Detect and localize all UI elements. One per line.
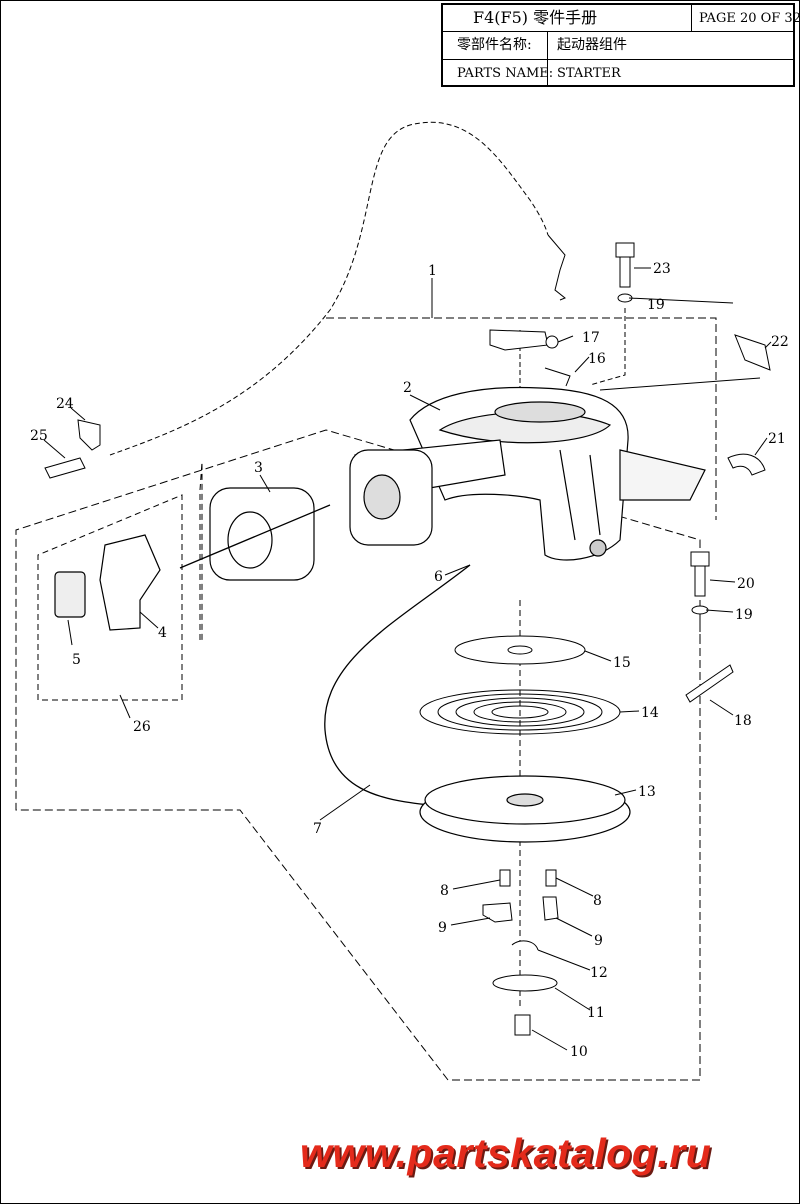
title-block: F4(F5) 零件手册 PAGE 20 OF 32 零部件名称: 起动器组件 P… [441,3,800,87]
part-label-5: 5 [72,652,81,668]
parts-name-en-value: STARTER [557,66,621,81]
part-label-17: 17 [582,330,600,346]
part-label-3: 3 [254,460,263,476]
part-label-2: 2 [403,380,412,396]
part-label-12: 12 [590,965,608,981]
part-label-26: 26 [133,719,151,735]
starter-housing [409,386,706,561]
part-label-8b: 8 [593,893,602,909]
bolts [615,242,710,615]
part-label-22: 22 [771,334,789,350]
choke-cable [109,121,549,456]
part-label-23: 23 [653,261,671,277]
manual-title: F4(F5) 零件手册 [473,8,598,27]
part-label-4: 4 [158,625,167,641]
parts-name-cn-value: 起动器组件 [557,37,627,53]
part-label-19b: 19 [735,607,753,623]
part-label-21: 21 [768,431,786,447]
part-label-18: 18 [734,713,752,729]
part-label-20: 20 [737,576,755,592]
part-label-9b: 9 [594,933,603,949]
page-number: PAGE 20 OF 32 [699,11,800,26]
choke-knob-parts [44,234,566,479]
part-label-11: 11 [587,1005,605,1021]
part-label-19a: 19 [647,297,665,313]
part-label-25: 25 [30,428,48,444]
friction-plate [454,635,586,665]
decals [685,334,771,703]
starter-handle [54,534,161,631]
starter-rope [179,504,471,806]
parts-name-cn-label: 零部件名称: [457,37,532,53]
rope-guide-grommet [209,449,433,581]
grommet-group-box [199,461,203,641]
watermark: www.partskatalog.ru [300,1130,712,1176]
handle-group-outer-box [37,494,183,701]
part-label-15: 15 [613,655,631,671]
part-label-13: 13 [638,784,656,800]
pawl-lever [489,329,571,387]
parts-name-en-label: PARTS NAME: [457,66,554,81]
part-label-24: 24 [56,396,74,412]
part-label-7: 7 [313,821,322,837]
part-label-16: 16 [588,351,606,367]
rope-pulley [419,775,631,843]
part-label-10: 10 [570,1044,588,1060]
part-label-1: 1 [428,263,437,279]
part-label-9a: 9 [438,920,447,936]
assembly-boundary [15,317,717,1081]
part-label-14: 14 [641,705,659,721]
part-label-8a: 8 [440,883,449,899]
part-label-6: 6 [434,569,443,585]
